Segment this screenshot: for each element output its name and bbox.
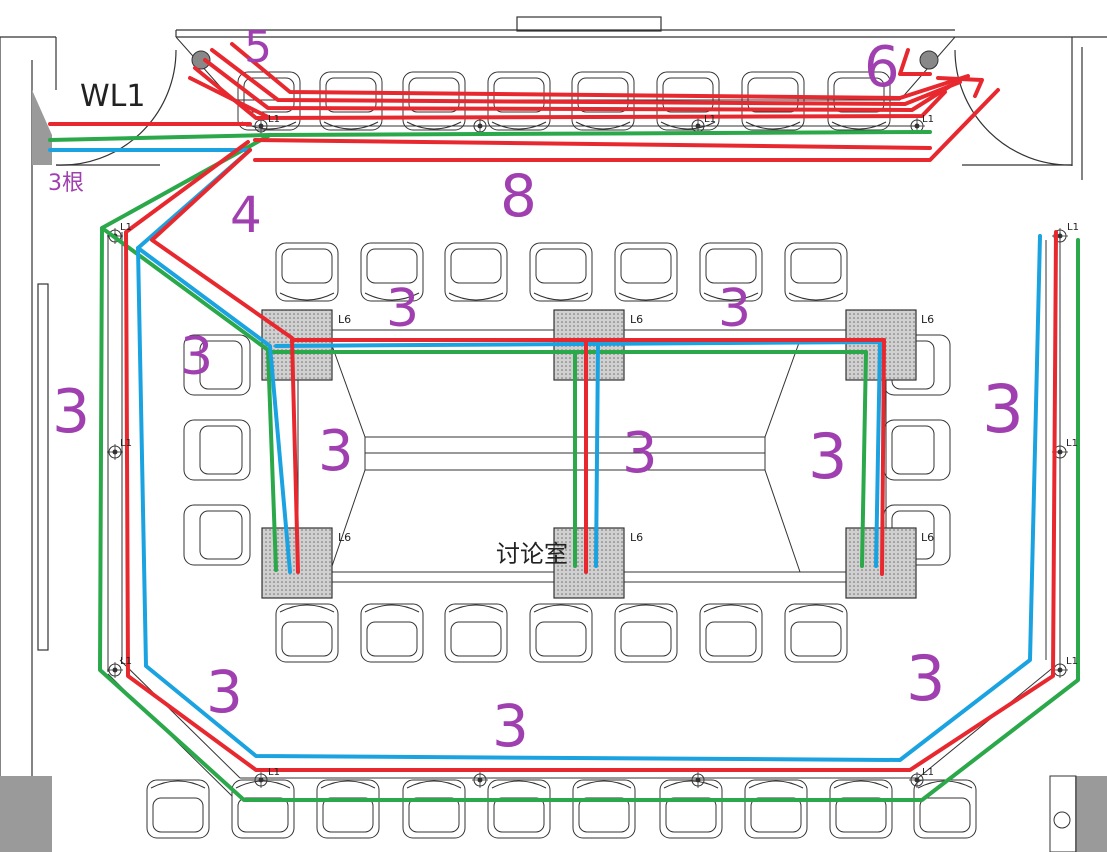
red-cable [193,66,947,120]
red-cable [290,338,886,576]
floor-box-label: L6 [921,313,934,326]
light-label: L1 [268,114,280,125]
red-cable [230,42,970,100]
light-label: L1 [1066,656,1078,667]
segment-number: 8 [500,162,537,230]
light-label: L1 [922,767,934,778]
column-marker [919,50,939,70]
segment-number: 3 [808,420,847,493]
green-cable [48,130,932,142]
floor-box-label: L6 [630,313,643,326]
red-cable [253,88,1000,162]
segment-number: 3 [718,279,751,339]
red-cable [898,48,932,76]
green-cable [266,350,868,568]
floor-box-label: L6 [338,313,351,326]
red-cable [124,140,1058,772]
segment-number: 6 [864,35,900,100]
segment-number: 3 [622,421,658,486]
cable-routes [48,42,1080,802]
blue-cable [594,342,600,568]
light-label: L1 [1066,438,1078,449]
wall-door [1049,775,1077,852]
light-label: L1 [1067,222,1079,233]
red-cable [203,58,952,112]
segment-number: 3 [492,692,529,760]
segment-number: 3 [52,377,90,447]
door-hinge [1053,811,1071,829]
segment-number: 3 [906,642,945,715]
wall-column [32,90,52,165]
column-marker [191,50,211,70]
room-name: 讨论室 [496,540,568,568]
red-cable [936,76,984,98]
cable-count-note: 3根 [48,171,84,196]
light-label: L1 [120,656,132,667]
floor-box-label: L6 [338,531,351,544]
segment-number: 3 [180,327,213,387]
light-label: L1 [120,222,132,233]
table-chairs-bottom [275,603,848,663]
wall-column [1075,776,1107,852]
blue-cable [136,246,292,574]
segment-number: 3 [982,371,1024,448]
segment-number: 3 [206,658,243,726]
light-label: L1 [704,114,716,125]
panel-label: WL1 [80,79,145,114]
segment-number: 3 [386,279,419,339]
bottom-chairs [146,779,977,839]
light-label: L1 [922,114,934,125]
floor-box-label: L6 [921,531,934,544]
floor-box-label: L6 [630,531,643,544]
red-cable [253,138,932,150]
segment-number: 4 [230,186,262,244]
red-cable [210,48,962,106]
wall-column [0,776,52,852]
segment-number: 3 [318,419,354,484]
segment-number: 5 [244,22,272,73]
table-chairs-top [275,242,848,302]
light-label: L1 [268,767,280,778]
light-label: L1 [120,438,132,449]
red-cable [150,148,300,574]
walls [0,16,1107,852]
